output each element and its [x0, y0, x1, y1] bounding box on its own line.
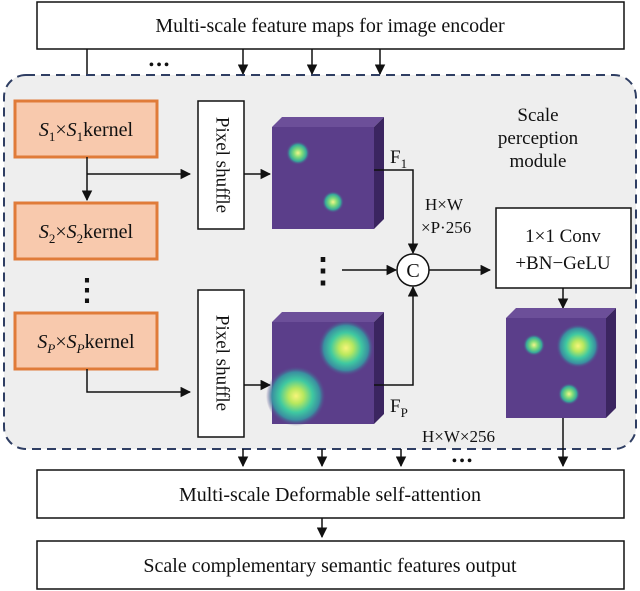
pixel-shuffle-box-1: Pixel shuffle	[197, 100, 245, 230]
kernel-box-1: S1×S1kernel	[13, 99, 159, 159]
kernel-box-2: S2×S2kernel	[13, 201, 159, 261]
svg-text:SP×SPkernel: SP×SPkernel	[37, 331, 135, 356]
top-feature-label: Multi-scale feature maps for image encod…	[155, 15, 505, 37]
svg-text:Multi-scale Deformable self-at: Multi-scale Deformable self-attention	[179, 484, 481, 506]
svg-text:perception: perception	[498, 128, 579, 149]
concat-node: C	[396, 253, 430, 287]
svg-text:1×1 Conv: 1×1 Conv	[525, 226, 601, 247]
output-dims-label: H×W×256	[422, 427, 495, 446]
svg-text:×P·256: ×P·256	[421, 218, 471, 237]
svg-text:S1×S1kernel: S1×S1kernel	[39, 119, 134, 144]
feature-map-fp-label: FP	[390, 396, 408, 420]
kernel-ellipsis: ⋮	[72, 274, 102, 307]
feature-map-f1	[272, 117, 384, 229]
svg-text:Scale: Scale	[517, 105, 558, 126]
svg-text:Pixel shuffle: Pixel shuffle	[212, 315, 233, 411]
conv-box: 1×1 Conv +BN−GeLU	[495, 207, 632, 289]
middle-ellipsis: ⋮	[306, 253, 340, 290]
module-label: Scale perception module	[498, 105, 579, 172]
pixel-shuffle-box-p: Pixel shuffle	[197, 289, 245, 438]
top-ellipsis: •••	[149, 57, 172, 74]
svg-text:+BN−GeLU: +BN−GeLU	[515, 253, 611, 274]
bottom-ellipsis: •••	[452, 453, 475, 470]
svg-text:Scale complementary semantic f: Scale complementary semantic features ou…	[143, 555, 517, 577]
svg-text:H×W: H×W	[425, 195, 464, 214]
concat-dims-label: H×W ×P·256	[421, 195, 471, 237]
scale-perception-module	[3, 74, 637, 450]
svg-text:S2×S2kernel: S2×S2kernel	[39, 221, 134, 246]
svg-text:Pixel shuffle: Pixel shuffle	[212, 117, 233, 213]
attention-box: Multi-scale Deformable self-attention	[36, 469, 625, 519]
kernel-box-p: SP×SPkernel	[13, 311, 159, 371]
feature-map-f1-label: F1	[390, 147, 407, 171]
feature-map-fp	[266, 312, 384, 426]
output-feature-map	[506, 308, 616, 418]
output-box: Scale complementary semantic features ou…	[36, 540, 625, 590]
svg-text:module: module	[510, 151, 567, 172]
svg-text:C: C	[406, 260, 419, 282]
top-feature-box: Multi-scale feature maps for image encod…	[36, 1, 625, 50]
